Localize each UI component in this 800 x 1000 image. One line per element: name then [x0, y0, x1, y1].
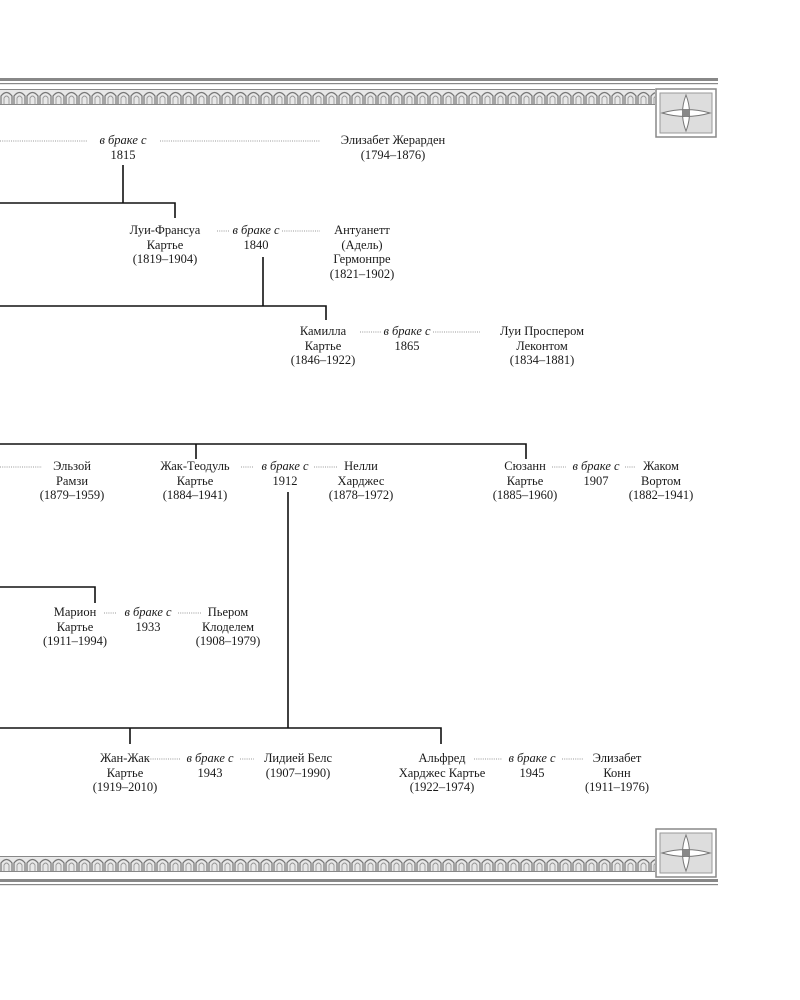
marriage-label: в браке с: [124, 605, 172, 619]
person-surname: Картье: [304, 338, 342, 353]
person-marion: Марион Картье (1911–1994): [43, 605, 107, 649]
person-jacques-theodule: Жак-Теодуль Картье (1884–1941): [160, 459, 229, 503]
marriage-1907: в браке с 1907: [572, 459, 619, 488]
marriage-year: 1933: [135, 619, 161, 634]
person-name: Лидией Белс: [263, 751, 333, 765]
top-ornament-band: [0, 89, 655, 105]
person-surname: Харджес: [337, 473, 385, 488]
person-jacques-worth: Жаком Вортом (1882–1941): [629, 459, 694, 503]
person-name: Жан-Жак: [100, 751, 150, 765]
marriage-1840: в браке с 1840: [232, 223, 279, 252]
person-dates: (1846–1922): [290, 353, 356, 367]
person-elisabeth-gerarden: Элизабет Жерарден (1794–1876): [341, 133, 445, 162]
marriage-year: 1865: [394, 338, 420, 353]
person-nelly: Нелли Харджес (1878–1972): [329, 459, 394, 503]
person-name: Элизабет Жерарден: [340, 133, 446, 147]
bottom-corner-ornament: [655, 828, 717, 878]
person-surname: Гермонпре: [333, 252, 391, 266]
person-name: Элизабет: [592, 751, 642, 765]
person-lydia: Лидией Белс (1907–1990): [264, 751, 332, 780]
person-name: Луи Проспером: [499, 324, 585, 338]
person-name: Камилла: [299, 324, 347, 338]
person-dates: (1794–1876): [360, 147, 426, 162]
marriage-year: 1815: [110, 147, 136, 162]
person-dates: (1884–1941): [162, 488, 228, 502]
person-surname: Рамзи: [55, 473, 89, 488]
person-dates: (1911–1994): [42, 634, 108, 648]
person-louis-francois: Луи-Франсуа Картье (1819–1904): [130, 223, 201, 267]
person-surname: Клоделем: [201, 619, 255, 634]
marriage-label: в браке с: [186, 751, 234, 765]
person-name: Сюзанн: [504, 459, 546, 473]
marriage-year: 1840: [243, 237, 269, 252]
person-surname: Харджес Картье: [398, 765, 486, 780]
person-suzanne: Сюзанн Картье (1885–1960): [493, 459, 558, 503]
marriage-1933: в браке с 1933: [124, 605, 171, 634]
marriage-label: в браке с: [383, 324, 431, 338]
marriage-year: 1943: [197, 765, 223, 780]
person-dates: (1879–1959): [39, 488, 105, 502]
person-elisabeth-conn: Элизабет Конн (1911–1976): [585, 751, 649, 795]
marriage-label: в браке с: [232, 223, 280, 237]
bottom-rule: [0, 879, 718, 886]
person-name: Марион: [53, 605, 97, 619]
person-dates: (1819–1904): [132, 252, 198, 266]
person-surname: Леконтом: [516, 338, 568, 353]
person-name: Нелли: [344, 459, 378, 473]
person-name: Жак-Теодуль: [160, 459, 230, 473]
marriage-1945: в браке с 1945: [508, 751, 555, 780]
bottom-ornament-band: [0, 856, 655, 872]
person-name: Альфред: [418, 751, 466, 765]
marriage-1815: в браке с 1815: [99, 133, 146, 162]
person-dates: (1907–1990): [265, 765, 331, 780]
person-dates: (1834–1881): [509, 353, 575, 367]
person-surname: Картье: [146, 237, 184, 252]
marriage-label: в браке с: [508, 751, 556, 765]
person-dates: (1919–2010): [92, 780, 158, 794]
person-dates: (1885–1960): [492, 488, 558, 502]
marriage-1865: в браке с 1865: [383, 324, 430, 353]
person-nickname: (Адель): [341, 237, 383, 252]
marriage-dotted-lines: [0, 140, 635, 760]
marriage-year: 1945: [519, 765, 545, 780]
top-rule: [0, 78, 718, 85]
person-name: Антуанетт: [334, 223, 390, 237]
person-name: Эльзой: [53, 459, 91, 473]
person-surname: Картье: [56, 619, 94, 634]
person-pierre-claudel: Пьером Клоделем (1908–1979): [196, 605, 261, 649]
marriage-year: 1907: [583, 473, 609, 488]
descent-lines: [0, 165, 527, 744]
person-louis-prosper: Луи Проспером Леконтом (1834–1881): [500, 324, 584, 368]
person-dates: (1878–1972): [328, 488, 394, 502]
person-name: Пьером: [207, 605, 249, 619]
top-corner-ornament: [655, 88, 717, 138]
marriage-year: 1912: [272, 473, 298, 488]
person-surname: Картье: [176, 473, 214, 488]
person-camille: Камилла Картье (1846–1922): [291, 324, 356, 368]
person-name: Жаком: [643, 459, 679, 473]
marriage-label: в браке с: [572, 459, 620, 473]
person-dates: (1821–1902): [329, 266, 395, 281]
person-dates: (1908–1979): [195, 634, 261, 648]
person-elsie: Эльзой Рамзи (1879–1959): [40, 459, 105, 503]
person-alfred: Альфред Харджес Картье (1922–1974): [399, 751, 486, 795]
person-surname: Вортом: [641, 473, 681, 488]
person-antoinette: Антуанетт (Адель) Гермонпре (1821–1902): [330, 223, 395, 281]
marriage-label: в браке с: [99, 133, 147, 147]
marriage-label: в браке с: [261, 459, 309, 473]
person-surname: Картье: [506, 473, 544, 488]
person-name: Луи-Франсуа: [129, 223, 201, 237]
person-dates: (1882–1941): [628, 488, 694, 502]
person-dates: (1922–1974): [409, 780, 475, 794]
marriage-1912: в браке с 1912: [261, 459, 308, 488]
marriage-1943: в браке с 1943: [186, 751, 233, 780]
person-surname: Картье: [106, 765, 144, 780]
person-dates: (1911–1976): [584, 780, 650, 794]
person-jean-jacques: Жан-Жак Картье (1919–2010): [93, 751, 158, 795]
person-surname: Конн: [603, 765, 631, 780]
